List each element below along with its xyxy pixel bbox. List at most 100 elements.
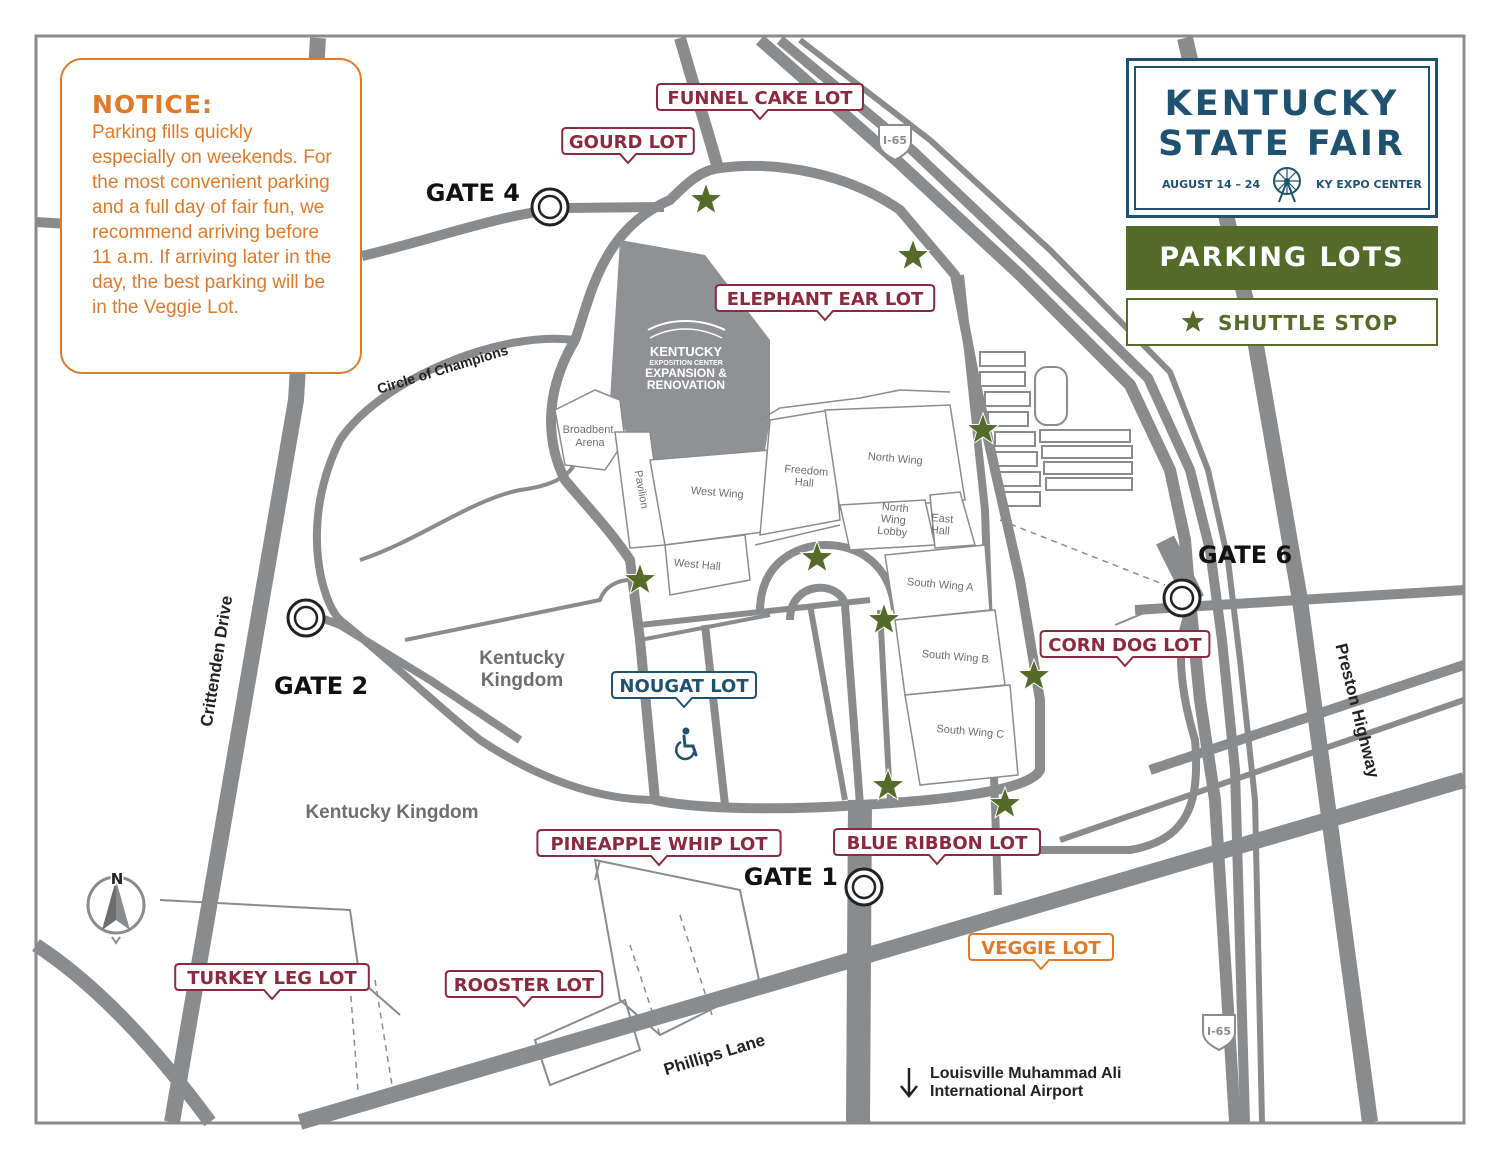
gate-label: GATE 2 <box>274 672 368 700</box>
lot-label-callout <box>174 963 370 1001</box>
shuttle-stop-legend-label: SHUTTLE STOP <box>1218 311 1399 335</box>
gates-layer: GATE 4 GATE 2 GATE 1 GATE 6 <box>274 179 1292 907</box>
shuttle-stop-star-icon <box>622 561 658 595</box>
lot-label-callout <box>714 284 936 322</box>
lot-labels-layer: FUNNEL CAKE LOT GOURD LOT ELEPHANT EAR LOT… <box>174 83 1211 1008</box>
building-freedom-hall <box>759 409 841 536</box>
shuttle-stop-star-icon <box>987 785 1023 819</box>
wheelchair-accessible-icon <box>674 727 698 761</box>
lot-label-text: ELEPHANT EAR LOT <box>727 289 924 310</box>
road-inner-loop <box>546 160 1045 814</box>
west-wing-label: West Wing <box>690 485 744 502</box>
notice-box: NOTICE: Parking fills quickly especially… <box>60 58 362 374</box>
airport-note: Louisville Muhammad Ali International Ai… <box>900 1065 1121 1100</box>
gate-marker: GATE 6 <box>1162 541 1292 618</box>
lot-label: VEGGIE LOT <box>968 933 1114 971</box>
lot-label-callout <box>656 83 864 121</box>
lot-label-callout <box>833 828 1041 866</box>
lot-label-text: TURKEY LEG LOT <box>187 968 357 989</box>
north-wing-lobby-label-2: Wing <box>880 513 906 527</box>
north-wing-label: North Wing <box>867 451 923 468</box>
lot-label-text: ROOSTER LOT <box>454 975 595 996</box>
notice-body: Parking fills quickly especially on week… <box>92 122 332 318</box>
gate-label: GATE 1 <box>744 863 838 891</box>
lot-label-text: BLUE RIBBON LOT <box>847 833 1028 854</box>
lot-label: GOURD LOT <box>561 127 695 165</box>
lot-label: NOUGAT LOT <box>611 671 757 709</box>
shuttle-stop-star-icon <box>866 601 902 635</box>
fair-title-line2: STATE FAIR <box>1158 124 1406 164</box>
fair-title-line1: KENTUCKY <box>1164 84 1400 124</box>
road-circle-of-champions <box>312 334 656 804</box>
lot-label-text: GOURD LOT <box>569 132 688 153</box>
south-wing-b-label: South Wing B <box>921 648 989 666</box>
lot-label-callout <box>1039 630 1211 668</box>
down-arrow-icon <box>900 1068 918 1099</box>
ferris-wheel-icon <box>1273 167 1301 203</box>
star-icon <box>1181 310 1205 332</box>
fair-venue: KY EXPO CENTER <box>1316 178 1422 191</box>
gate-marker: GATE 1 <box>744 863 884 907</box>
shuttle-stop-star-icon <box>965 411 1001 445</box>
lot-label-text: CORN DOG LOT <box>1048 635 1202 656</box>
interstate-shield-north: I-65 <box>878 124 912 162</box>
interstate-shield-south-label: I-65 <box>1207 1025 1231 1038</box>
gate-marker: GATE 2 <box>274 598 368 700</box>
freedom-hall-label-2: Hall <box>794 476 814 490</box>
lot-label-text: VEGGIE LOT <box>981 938 1101 959</box>
lot-label: CORN DOG LOT <box>1039 630 1211 668</box>
expo-logo-line4: RENOVATION <box>647 378 725 392</box>
building-west-hall <box>664 534 751 596</box>
building-east-hall <box>929 491 976 549</box>
fair-dates: AUGUST 14 – 24 <box>1162 178 1261 191</box>
lot-label: PINEAPPLE WHIP LOT <box>536 829 782 867</box>
freedom-hall-label-1: Freedom <box>784 463 829 479</box>
expo-logo-line2: EXPOSITION CENTER <box>649 360 723 367</box>
lot-label-callout <box>611 671 757 709</box>
expo-logo-line3: EXPANSION & <box>645 366 727 380</box>
airport-label-2: International Airport <box>930 1083 1084 1100</box>
shuttle-stops-layer <box>622 181 1052 819</box>
shuttle-stop-star-icon <box>688 181 724 215</box>
kentucky-kingdom-lower: Kentucky Kingdom <box>305 802 478 823</box>
building-south-wing-c <box>904 684 1019 786</box>
place-labels: Kentucky Kingdom Kentucky Kingdom <box>305 648 565 823</box>
lot-label: ROOSTER LOT <box>444 970 604 1008</box>
south-wing-a-label: South Wing A <box>907 576 975 594</box>
gate-label: GATE 6 <box>1198 541 1292 569</box>
east-hall-label-2: Hall <box>930 524 950 538</box>
lot-label: TURKEY LEG LOT <box>174 963 370 1001</box>
south-wing-c-label: South Wing C <box>936 723 1005 741</box>
broadbent-label-2: Arena <box>575 437 605 449</box>
fair-title-box: KENTUCKY STATE FAIR AUGUST 14 – 24 KY EX… <box>1126 58 1438 218</box>
lot-label: BLUE RIBBON LOT <box>833 828 1041 866</box>
compass-rose: N <box>86 869 146 945</box>
north-wing-lobby-label-3: Lobby <box>877 525 908 540</box>
legend-box: SHUTTLE STOP <box>1126 298 1438 346</box>
lot-outlines <box>159 351 1133 1087</box>
west-hall-label: West Hall <box>673 557 721 573</box>
road-phillips <box>297 772 1467 1130</box>
gate-inner-ring <box>851 874 877 900</box>
gate-inner-ring <box>293 605 319 631</box>
fair-title-inner-border: KENTUCKY STATE FAIR AUGUST 14 – 24 KY EX… <box>1134 66 1430 210</box>
interstate-shield-north-label: I-65 <box>883 134 907 147</box>
interstate-shield-south: I-65 <box>1202 1014 1236 1052</box>
lot-label: ELEPHANT EAR LOT <box>714 284 936 322</box>
lot-label-callout <box>444 970 604 1008</box>
north-wing-lobby-label-1: North <box>881 501 909 515</box>
fair-title: KENTUCKY STATE FAIR <box>1136 84 1428 164</box>
lot-label-callout <box>968 933 1114 971</box>
lot-label-text: PINEAPPLE WHIP LOT <box>550 834 768 855</box>
expo-logo-line1: KENTUCKY <box>650 344 723 359</box>
shuttle-stop-star-icon <box>799 539 835 573</box>
parking-lots-banner: PARKING LOTS <box>1126 226 1438 290</box>
lot-label-text: NOUGAT LOT <box>619 676 749 697</box>
kentucky-kingdom-upper-1: Kentucky <box>479 648 565 669</box>
lot-label-text: FUNNEL CAKE LOT <box>667 88 853 109</box>
gate-inner-ring <box>1169 585 1195 611</box>
notice-title: NOTICE: <box>92 90 213 119</box>
gate-label: GATE 4 <box>426 179 520 207</box>
shuttle-stop-star-icon <box>895 237 931 271</box>
compass-north-label: N <box>111 870 124 888</box>
